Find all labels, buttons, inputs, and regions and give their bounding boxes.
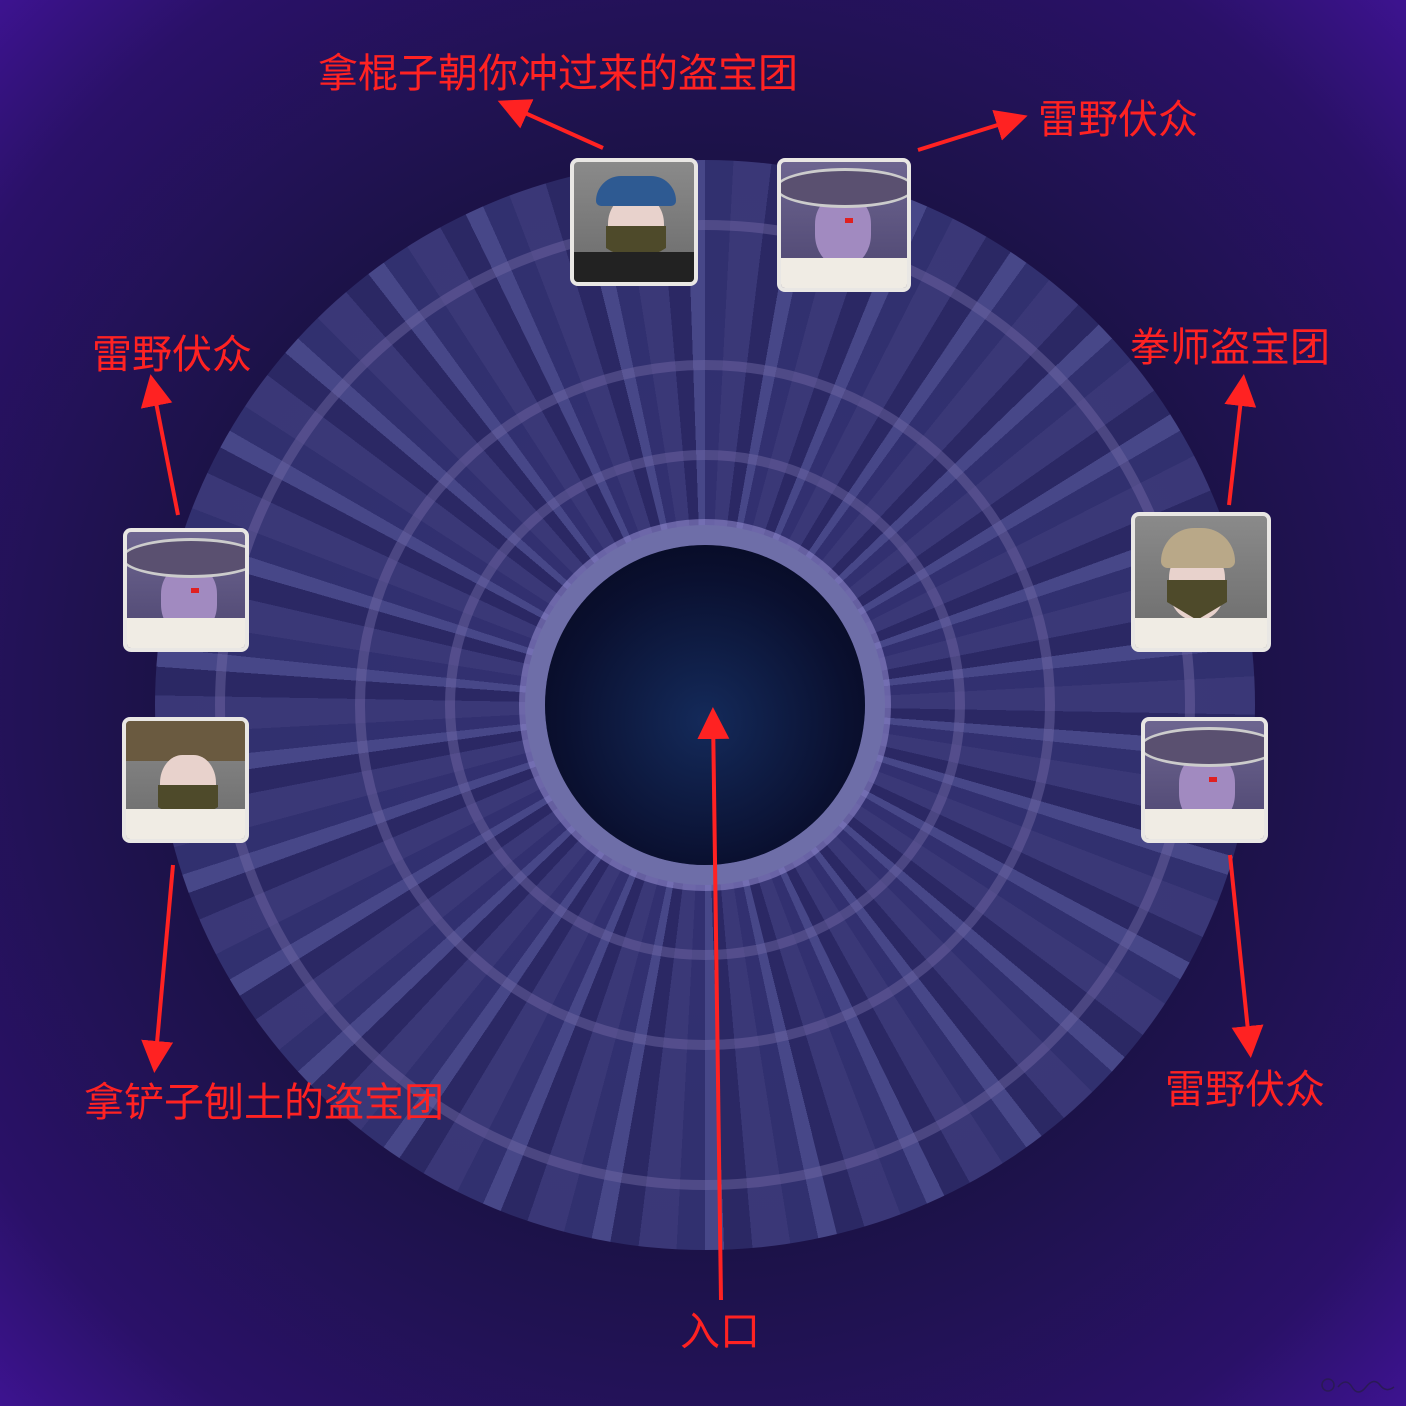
label-nobushi-left: 雷野伏众 bbox=[92, 332, 252, 378]
arrow-right-upper bbox=[1224, 374, 1257, 506]
label-pugilist: 拳师盗宝团 bbox=[1130, 325, 1330, 371]
enemy-portrait-nobushi-right[interactable] bbox=[1141, 717, 1268, 843]
arrow-left-lower bbox=[141, 864, 175, 1073]
label-shovel-bandit: 拿铲子刨土的盗宝团 bbox=[84, 1080, 444, 1126]
enemy-portrait-club-bandit[interactable] bbox=[570, 158, 698, 286]
domain-map bbox=[155, 160, 1255, 1250]
label-club-bandit: 拿棍子朝你冲过来的盗宝团 bbox=[318, 51, 798, 97]
label-nobushi-right: 雷野伏众 bbox=[1165, 1067, 1325, 1113]
label-entrance: 入口 bbox=[680, 1309, 760, 1355]
label-nobushi-top: 雷野伏众 bbox=[1038, 97, 1198, 143]
middle-ring bbox=[355, 360, 1055, 1050]
inner-ring bbox=[445, 450, 965, 960]
arrow-left-upper bbox=[140, 374, 180, 516]
enemy-portrait-shovel-bandit[interactable] bbox=[122, 717, 249, 843]
outer-ring bbox=[215, 220, 1195, 1190]
center-portal bbox=[545, 545, 865, 865]
watermark-signature bbox=[1321, 1378, 1395, 1393]
arrow-top-left bbox=[497, 99, 604, 150]
enemy-portrait-pugilist[interactable] bbox=[1131, 512, 1271, 652]
arrow-right-lower bbox=[1228, 854, 1264, 1058]
arrow-top-right bbox=[917, 109, 1028, 152]
arrow-entrance bbox=[697, 707, 730, 1301]
enemy-portrait-nobushi-left[interactable] bbox=[123, 528, 249, 652]
enemy-portrait-nobushi-top[interactable] bbox=[777, 158, 911, 292]
